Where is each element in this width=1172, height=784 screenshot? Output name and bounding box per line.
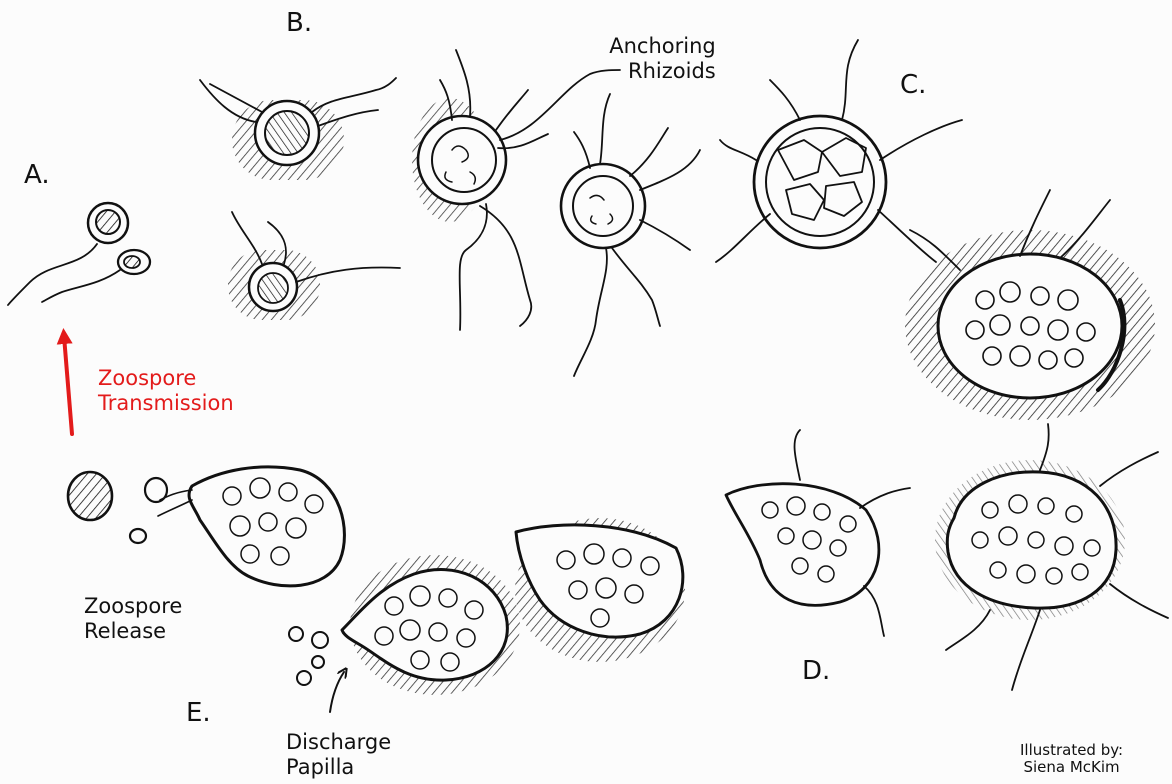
discharge-papilla-line1: Discharge (286, 730, 391, 755)
zoospore-transmission-line1: Zoospore (98, 366, 234, 391)
zoospore-release-label: Zoospore Release (84, 594, 182, 644)
zoospore-release-line1: Zoospore (84, 594, 182, 619)
zoospore-transmission-label: Zoospore Transmission (98, 366, 234, 416)
credit-line2: Siena McKim (1020, 759, 1123, 776)
anchoring-rhizoids-line2: Rhizoids (606, 59, 716, 84)
zoosporangium-d-left (726, 430, 910, 636)
transmission-arrow (64, 336, 72, 434)
zoospore-release-line2: Release (84, 619, 182, 644)
stage-label-a: A. (24, 160, 50, 191)
zoospore-a-small (42, 250, 150, 302)
released-zoospores-e (289, 627, 328, 685)
stage-label-e: E. (186, 698, 211, 729)
zoosporangium-release-top (68, 467, 344, 586)
papilla-pointer-arrow (330, 672, 344, 712)
zoosporangium-e-right (515, 518, 685, 662)
stage-label-b: B. (286, 8, 312, 39)
encysted-spore-b-top (200, 78, 396, 180)
stage-label-c: C. (900, 70, 926, 101)
anchoring-rhizoids-line1: Anchoring (606, 34, 716, 59)
zoospore-transmission-line2: Transmission (98, 391, 234, 416)
sporeling-with-rhizoids-2 (561, 94, 700, 376)
released-zoospores-top (68, 472, 167, 543)
discharge-papilla-line2: Papilla (286, 755, 391, 780)
sporeling-with-rhizoids-1 (412, 50, 620, 330)
stage-label-d: D. (802, 656, 830, 687)
illustrator-credit: Illustrated by: Siena McKim (1020, 742, 1123, 775)
zoosporangium-c-lower (905, 190, 1155, 420)
zoosporangium-d-right (935, 424, 1168, 690)
encysted-spore-b-bottom (228, 212, 400, 320)
discharge-papilla-label: Discharge Papilla (286, 730, 391, 780)
anchoring-rhizoids-label: Anchoring Rhizoids (606, 34, 716, 84)
credit-line1: Illustrated by: (1020, 742, 1123, 759)
